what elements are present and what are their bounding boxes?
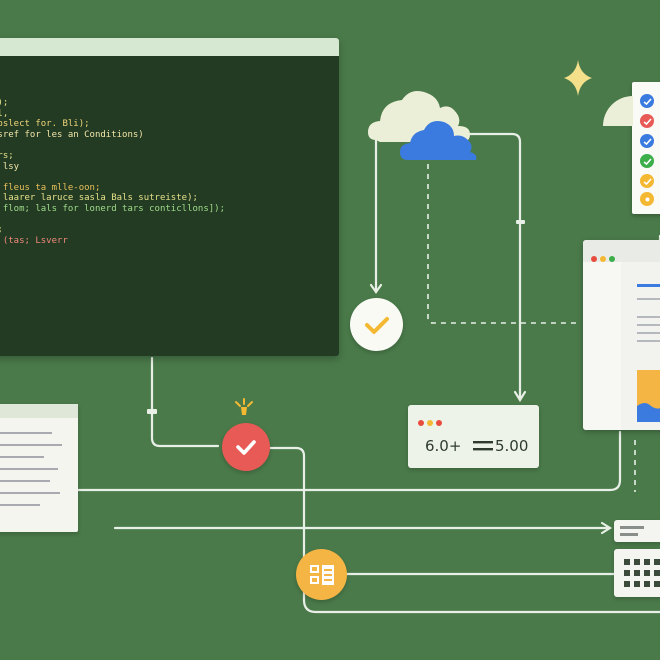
calendar-cell [654, 570, 660, 576]
left-value: 6.0+ [425, 437, 462, 455]
code-line: fleus ta mlle-oon; [0, 182, 101, 193]
code-line: xpslect for. Bli); [0, 119, 90, 130]
calendar-header [614, 520, 660, 542]
document-circle[interactable] [296, 549, 347, 600]
cloud-icon [368, 91, 477, 160]
cloud-to-value-line [468, 132, 522, 400]
pointer-icon [235, 398, 253, 415]
chart-thumbnail [637, 370, 660, 422]
document-card [0, 404, 78, 532]
code-line: f flom; lals for lonerd tars conticllons… [0, 203, 225, 214]
code-block: });al,xpslect for. Bli);rsref for les an… [0, 56, 339, 246]
calendar-cell [644, 570, 650, 576]
code-line: }); [0, 98, 9, 108]
check-item-icon [640, 94, 654, 108]
browser-title-bar [583, 240, 660, 262]
editor-to-red-check-line [150, 356, 220, 448]
code-line [0, 140, 339, 151]
check-item-icon [640, 134, 654, 148]
calendar-cell [624, 581, 630, 587]
calendar-cell [644, 559, 650, 565]
check-item-icon [640, 192, 654, 206]
calendar-cell [624, 570, 630, 576]
check-item-icon [640, 154, 654, 168]
check-circle-red[interactable] [222, 423, 270, 471]
window-controls [418, 411, 445, 430]
code-line: ers; [0, 150, 14, 161]
code-line: al, [0, 108, 9, 119]
code-line: }; [0, 225, 339, 236]
checkmark-icon [236, 440, 256, 455]
browser-link [637, 284, 660, 287]
arrow-head [513, 390, 527, 403]
arrow-head [369, 283, 383, 294]
calendar-cell [654, 581, 660, 587]
calendar-cell [634, 559, 640, 565]
dashed-link-line [427, 164, 580, 324]
calendar-cell [624, 559, 630, 565]
calendar-icon[interactable] [614, 549, 660, 597]
equals-icon [473, 441, 493, 451]
code-line: s (tas; Lsverr [2, 235, 68, 246]
code-editor-window: });al,xpslect for. Bli);rsref for les an… [0, 38, 339, 356]
checkmark-icon [364, 316, 389, 334]
arrow-head [600, 521, 613, 535]
checklist-card [632, 82, 660, 214]
code-line [0, 172, 339, 183]
sparkle-icon [564, 60, 592, 96]
code-line [0, 215, 339, 226]
code-line: s lsy [2, 161, 20, 172]
value-window[interactable]: 6.0+ 5.00 [408, 405, 539, 468]
check-circle-white[interactable] [350, 298, 403, 351]
code-line: s laarer laruce sasla Bals sutreiste); [0, 193, 198, 204]
code-line: rsref for les an Conditions) [0, 129, 144, 140]
editor-title-bar [0, 38, 339, 56]
browser-window[interactable] [583, 240, 660, 430]
calendar-cell [644, 581, 650, 587]
check-item-icon [640, 114, 654, 128]
left-card-route-line [76, 430, 622, 492]
document-icon [309, 564, 334, 585]
halfmoon-shape [603, 96, 633, 126]
calendar-cell [634, 570, 640, 576]
calendar-cell [634, 581, 640, 587]
right-value: 5.00 [495, 437, 529, 455]
check-item-icon [640, 174, 654, 188]
calendar-cell [654, 559, 660, 565]
